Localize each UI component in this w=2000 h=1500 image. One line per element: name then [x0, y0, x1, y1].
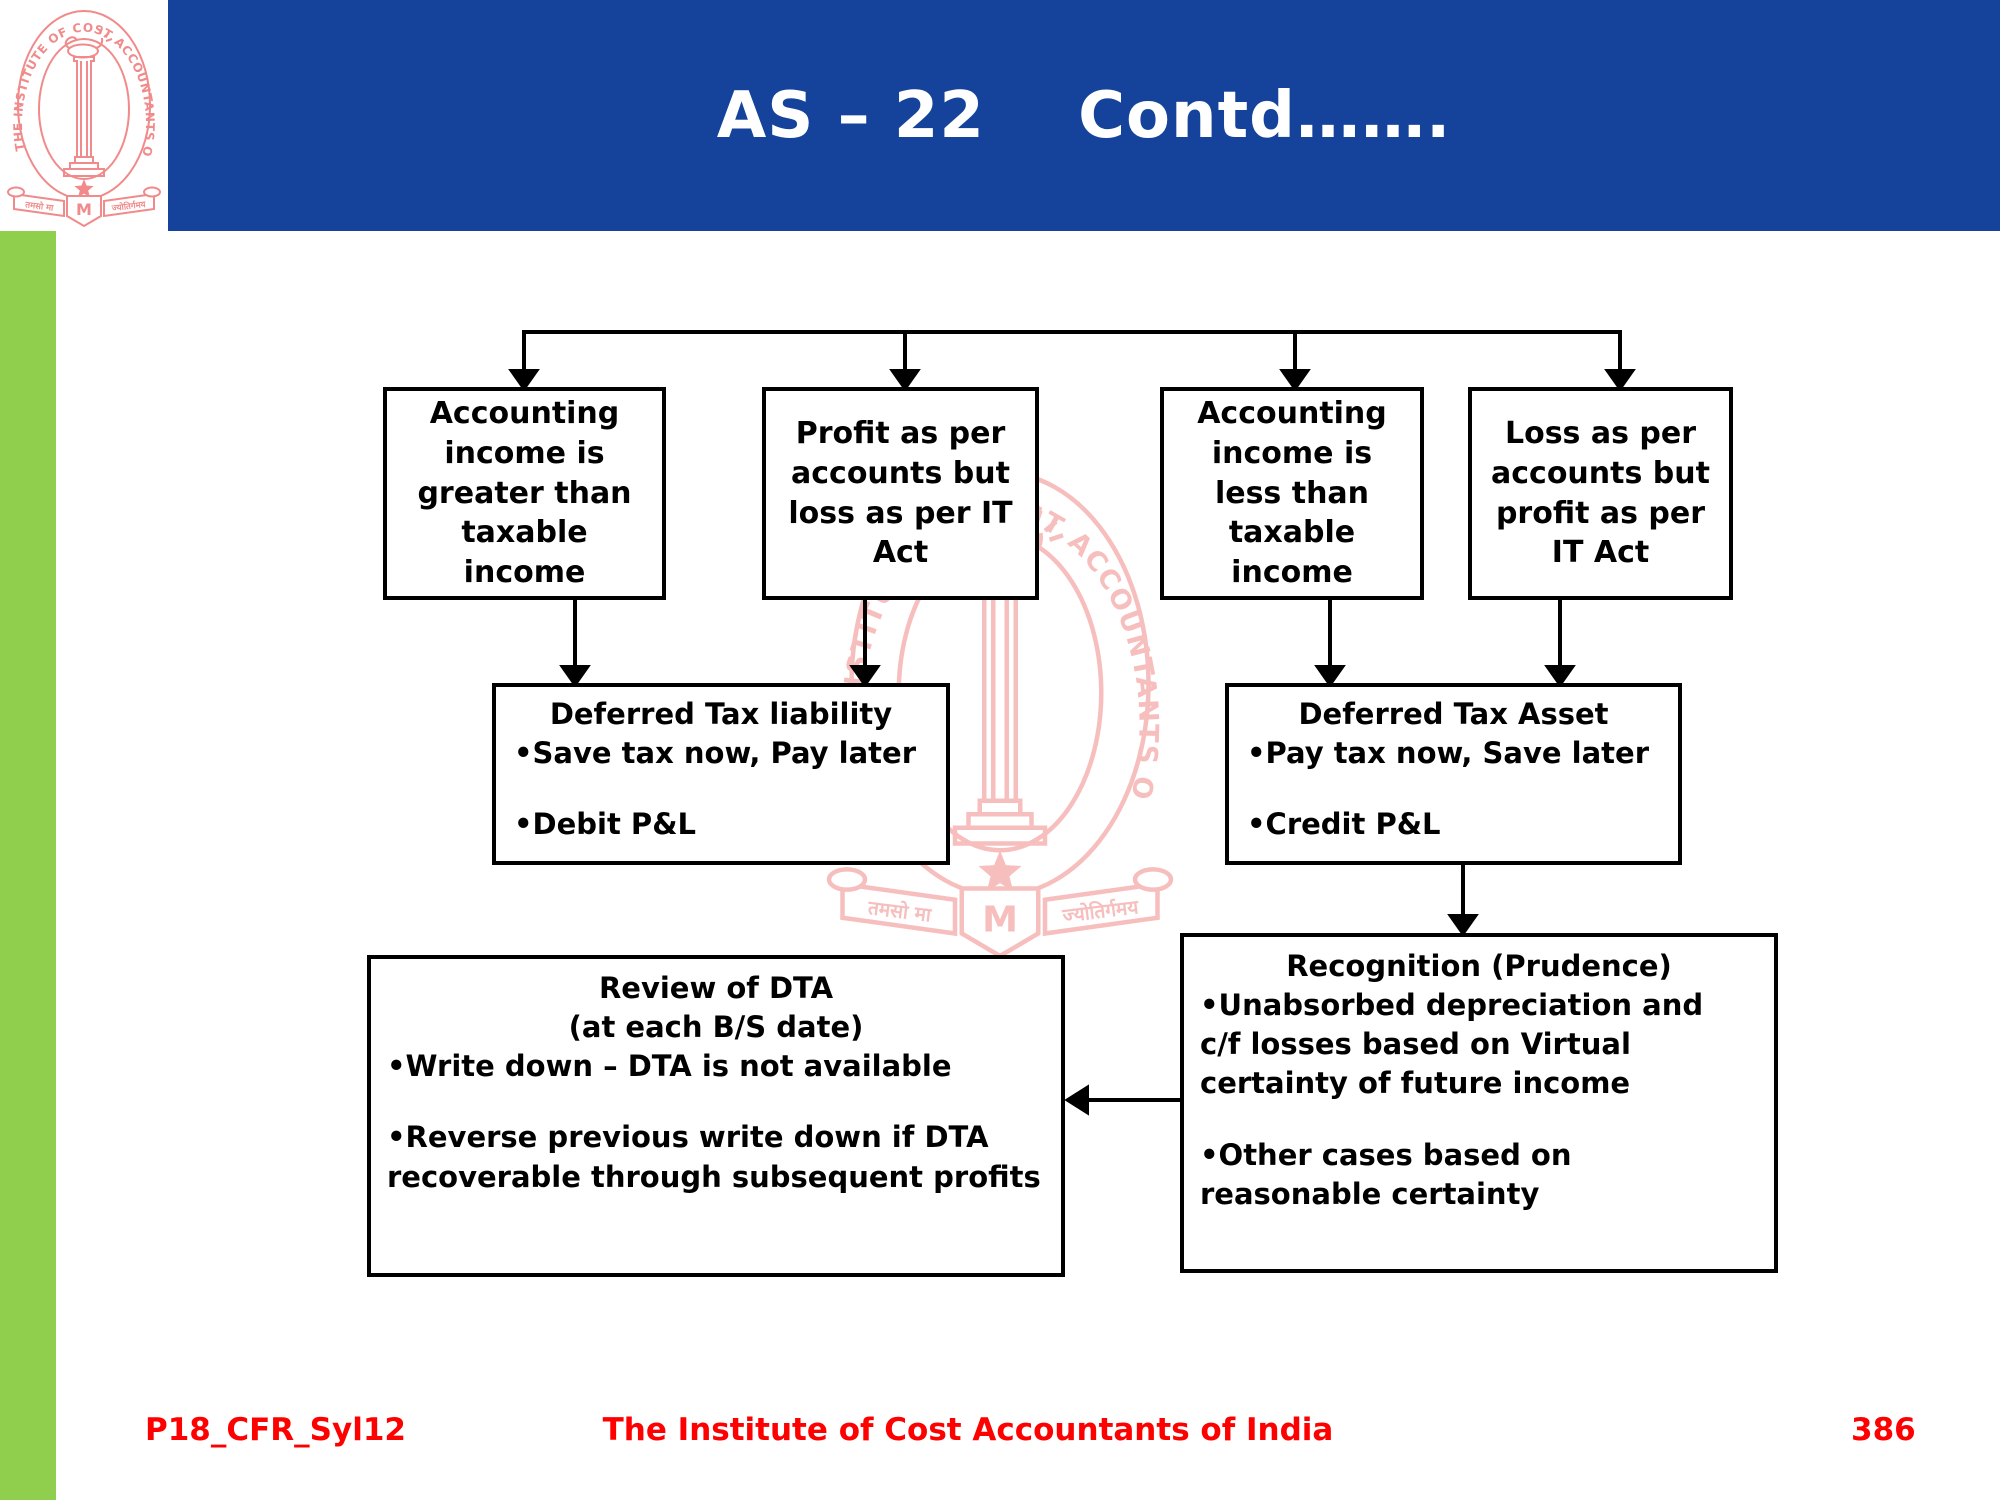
header-bar: [0, 0, 2000, 231]
review-bullet-2: •Reverse previous write down if DTA reco…: [387, 1120, 1041, 1194]
flow-box-recognition-prudence: Recognition (Prudence) •Unabsorbed depre…: [1180, 933, 1778, 1273]
left-accent-stripe: [0, 231, 56, 1500]
spacer: [514, 773, 928, 805]
dta-title: Deferred Tax Asset: [1298, 697, 1609, 731]
flow-box-deferred-tax-asset: Deferred Tax Asset •Pay tax now, Save la…: [1225, 683, 1682, 865]
flow-box-review-of-dta: Review of DTA (at each B/S date) •Write …: [367, 955, 1065, 1277]
flow-box-profit-per-accounts: Profit as per accounts but loss as per I…: [762, 387, 1039, 600]
arrowhead-box2: [889, 369, 921, 392]
dtl-bullet-1: •Save tax now, Pay later: [514, 736, 917, 771]
arrowhead-dtl-right: [849, 665, 881, 688]
logo-panel: THE INSTITUTE OF COST ACCOUNTANTS OF IND…: [0, 0, 168, 231]
arrowhead-dta-left: [1314, 665, 1346, 688]
arrowhead-dta-right: [1544, 665, 1576, 688]
arrowhead-box3: [1279, 369, 1311, 392]
arrowhead-review: [1064, 1084, 1089, 1116]
arrowhead-box1: [508, 369, 540, 392]
spacer: [1200, 1104, 1758, 1136]
logo-ribbon-right-text: ज्योतिर्गमय: [110, 199, 147, 214]
footer-institute-name: The Institute of Cost Accountants of Ind…: [602, 1412, 1334, 1448]
spacer: [1247, 773, 1660, 805]
flow-box-accounting-income-greater: Accounting income is greater than taxabl…: [383, 387, 666, 600]
arrowhead-dtl-left: [559, 665, 591, 688]
dta-bullet-1: •Pay tax now, Save later: [1247, 736, 1650, 771]
review-bullet-1: •Write down – DTA is not available: [387, 1049, 952, 1084]
recognition-bullet-2: •Other cases based on reasonable certain…: [1200, 1137, 1572, 1211]
flow-box-deferred-tax-liability: Deferred Tax liability •Save tax now, Pa…: [492, 683, 950, 865]
arrowhead-box4: [1604, 369, 1636, 392]
spacer: [387, 1086, 1045, 1118]
arrowhead-recognition: [1447, 914, 1479, 937]
page-title: AS – 22 Contd…….: [716, 78, 1452, 153]
recognition-title: Recognition (Prudence): [1286, 949, 1672, 983]
footer-page-number: 386: [1851, 1412, 1916, 1448]
review-subtitle: (at each B/S date): [568, 1010, 864, 1045]
flow-box-loss-per-accounts: Loss as per accounts but profit as per I…: [1468, 387, 1733, 600]
flow-box-accounting-income-less: Accounting income is less than taxable i…: [1160, 387, 1424, 600]
footer-course-code: P18_CFR_Syl12: [145, 1412, 406, 1448]
dtl-title: Deferred Tax liability: [549, 697, 893, 731]
review-title: Review of DTA: [598, 971, 834, 1005]
institute-logo-icon: THE INSTITUTE OF COST ACCOUNTANTS OF IND…: [4, 2, 161, 228]
logo-monogram: M: [76, 200, 92, 219]
dtl-bullet-2: •Debit P&L: [514, 807, 696, 842]
logo-ribbon-left-text: तमसो मा: [24, 199, 55, 214]
recognition-bullet-1: •Unabsorbed depreciation and c/f losses …: [1200, 988, 1704, 1101]
dta-bullet-2: •Credit P&L: [1247, 807, 1441, 842]
